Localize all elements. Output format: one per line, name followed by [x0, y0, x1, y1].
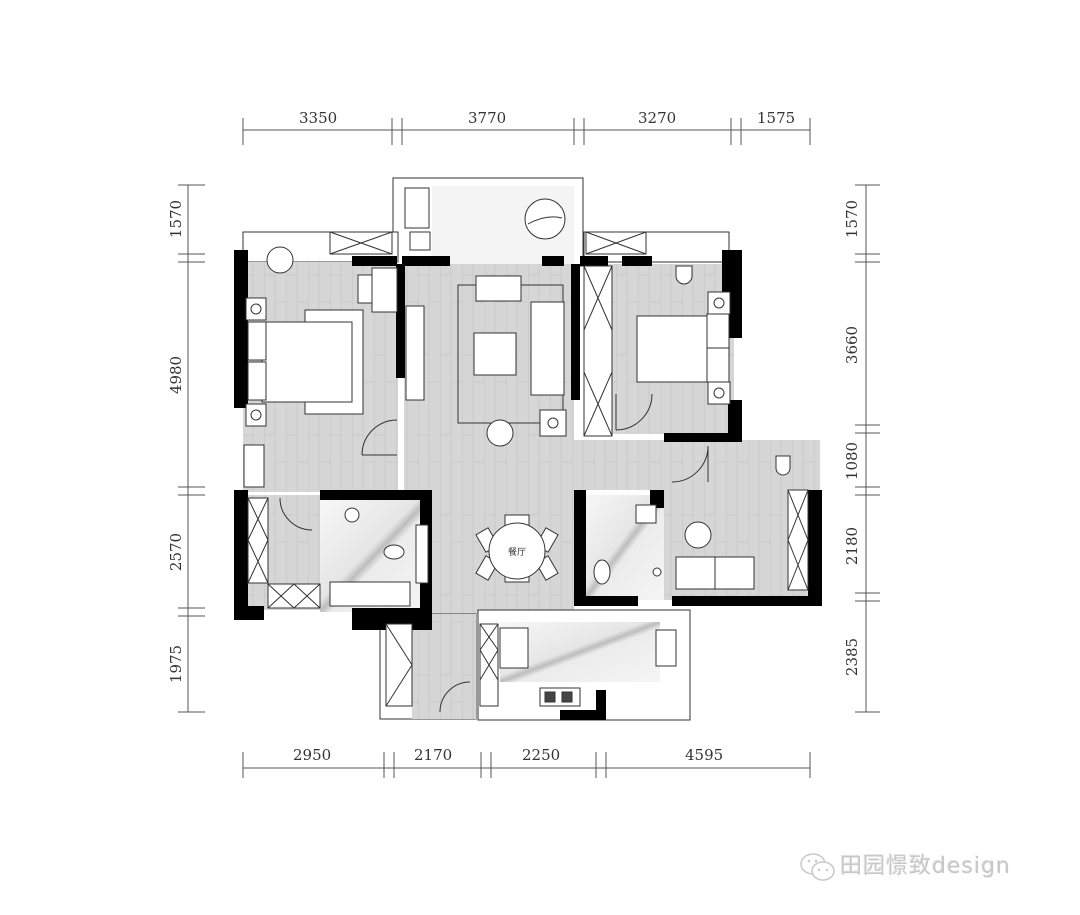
dim-bottom-4: 4595 — [685, 746, 724, 764]
dim-left-2: 4980 — [167, 355, 185, 395]
dim-top-3: 3270 — [638, 109, 677, 127]
dim-right-2: 3660 — [843, 325, 861, 365]
watermark-text: 田园憬致design — [840, 854, 1011, 879]
dim-top-4: 1575 — [757, 109, 796, 127]
dim-right-3: 1080 — [843, 441, 861, 481]
dim-top-1: 3350 — [299, 109, 338, 127]
dimension-lines — [178, 118, 880, 778]
dim-right-5: 2385 — [843, 637, 861, 677]
wechat-icon — [800, 852, 836, 882]
dim-bottom-3: 2250 — [522, 746, 561, 764]
dim-bottom-2: 2170 — [414, 746, 453, 764]
dim-left-1: 1570 — [167, 199, 185, 239]
room-label-dining: 餐厅 — [508, 548, 527, 558]
furniture — [243, 187, 809, 707]
dim-right-4: 2180 — [843, 526, 861, 566]
watermark: 田园憬致design — [800, 848, 1011, 882]
dim-right-1: 1570 — [843, 199, 861, 239]
dim-left-3: 2570 — [167, 532, 185, 572]
dim-top-2: 3770 — [468, 109, 507, 127]
dining-table — [475, 514, 559, 583]
dim-left-4: 1975 — [167, 644, 185, 684]
dim-bottom-1: 2950 — [293, 746, 332, 764]
door-swings — [279, 393, 709, 713]
